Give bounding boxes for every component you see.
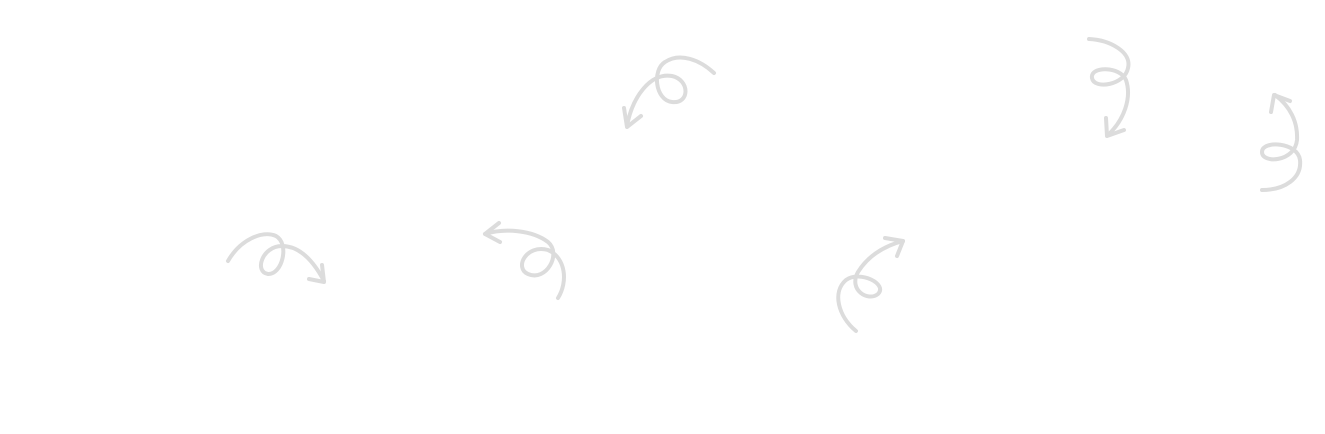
curly-loop-arrow-icon (622, 55, 716, 129)
curly-loop-arrow-icon (836, 236, 905, 333)
curly-loop-arrow-icon (1087, 37, 1131, 138)
curly-loop-arrow-icon (226, 232, 326, 284)
curly-loop-arrow-icon (483, 221, 566, 300)
curly-loop-arrow-icon (1260, 93, 1303, 192)
